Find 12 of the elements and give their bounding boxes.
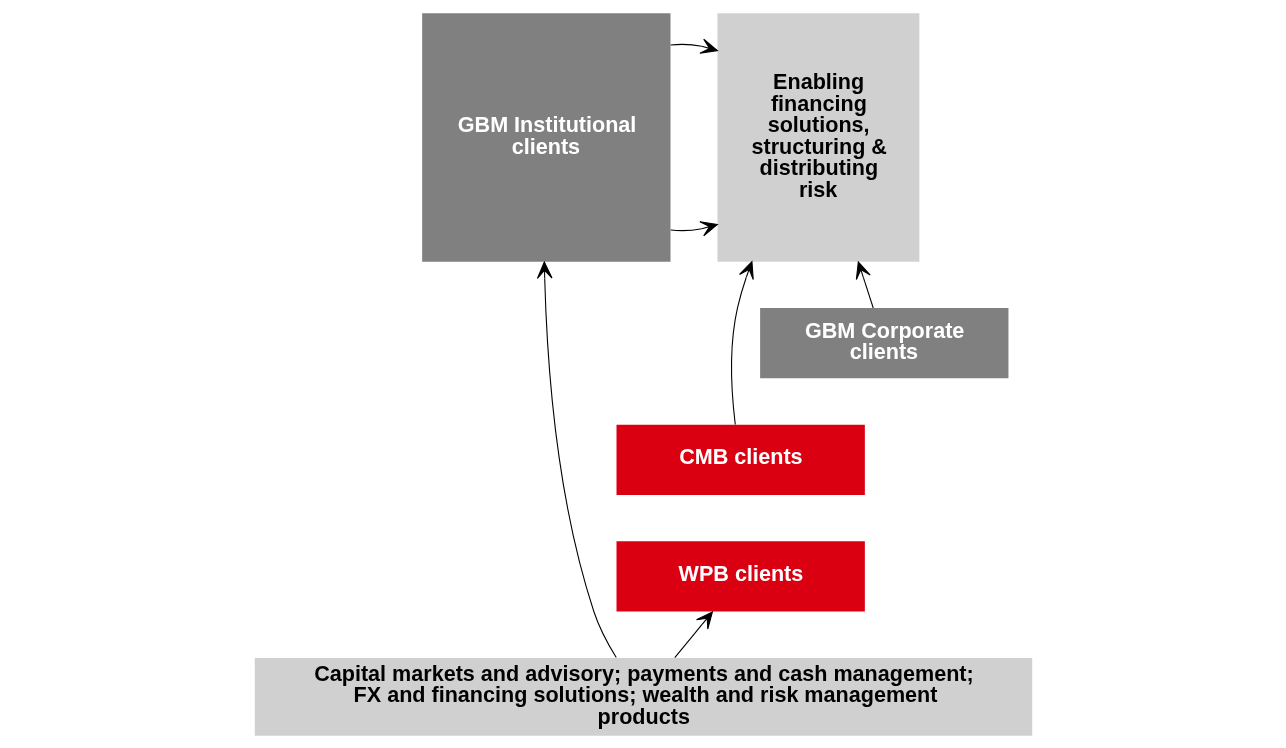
arrow bbox=[669, 38, 718, 54]
arrow bbox=[669, 220, 718, 236]
arrow bbox=[673, 610, 713, 658]
node-box: CMB clients bbox=[616, 424, 865, 495]
node-box: WPB clients bbox=[616, 540, 865, 611]
node-box: Capital markets and advisory; payments and cash management; FX and financing solutions; wealth and risk management products bbox=[254, 657, 1032, 736]
arrow bbox=[536, 261, 617, 658]
arrow bbox=[855, 260, 874, 309]
node-box: GBM Institutional clients bbox=[421, 12, 670, 262]
node-box: GBM Corporate clients bbox=[759, 307, 1008, 378]
node-box: Enabling financing solutions, structuring & distributing risk bbox=[716, 12, 919, 262]
arrow bbox=[730, 260, 754, 425]
